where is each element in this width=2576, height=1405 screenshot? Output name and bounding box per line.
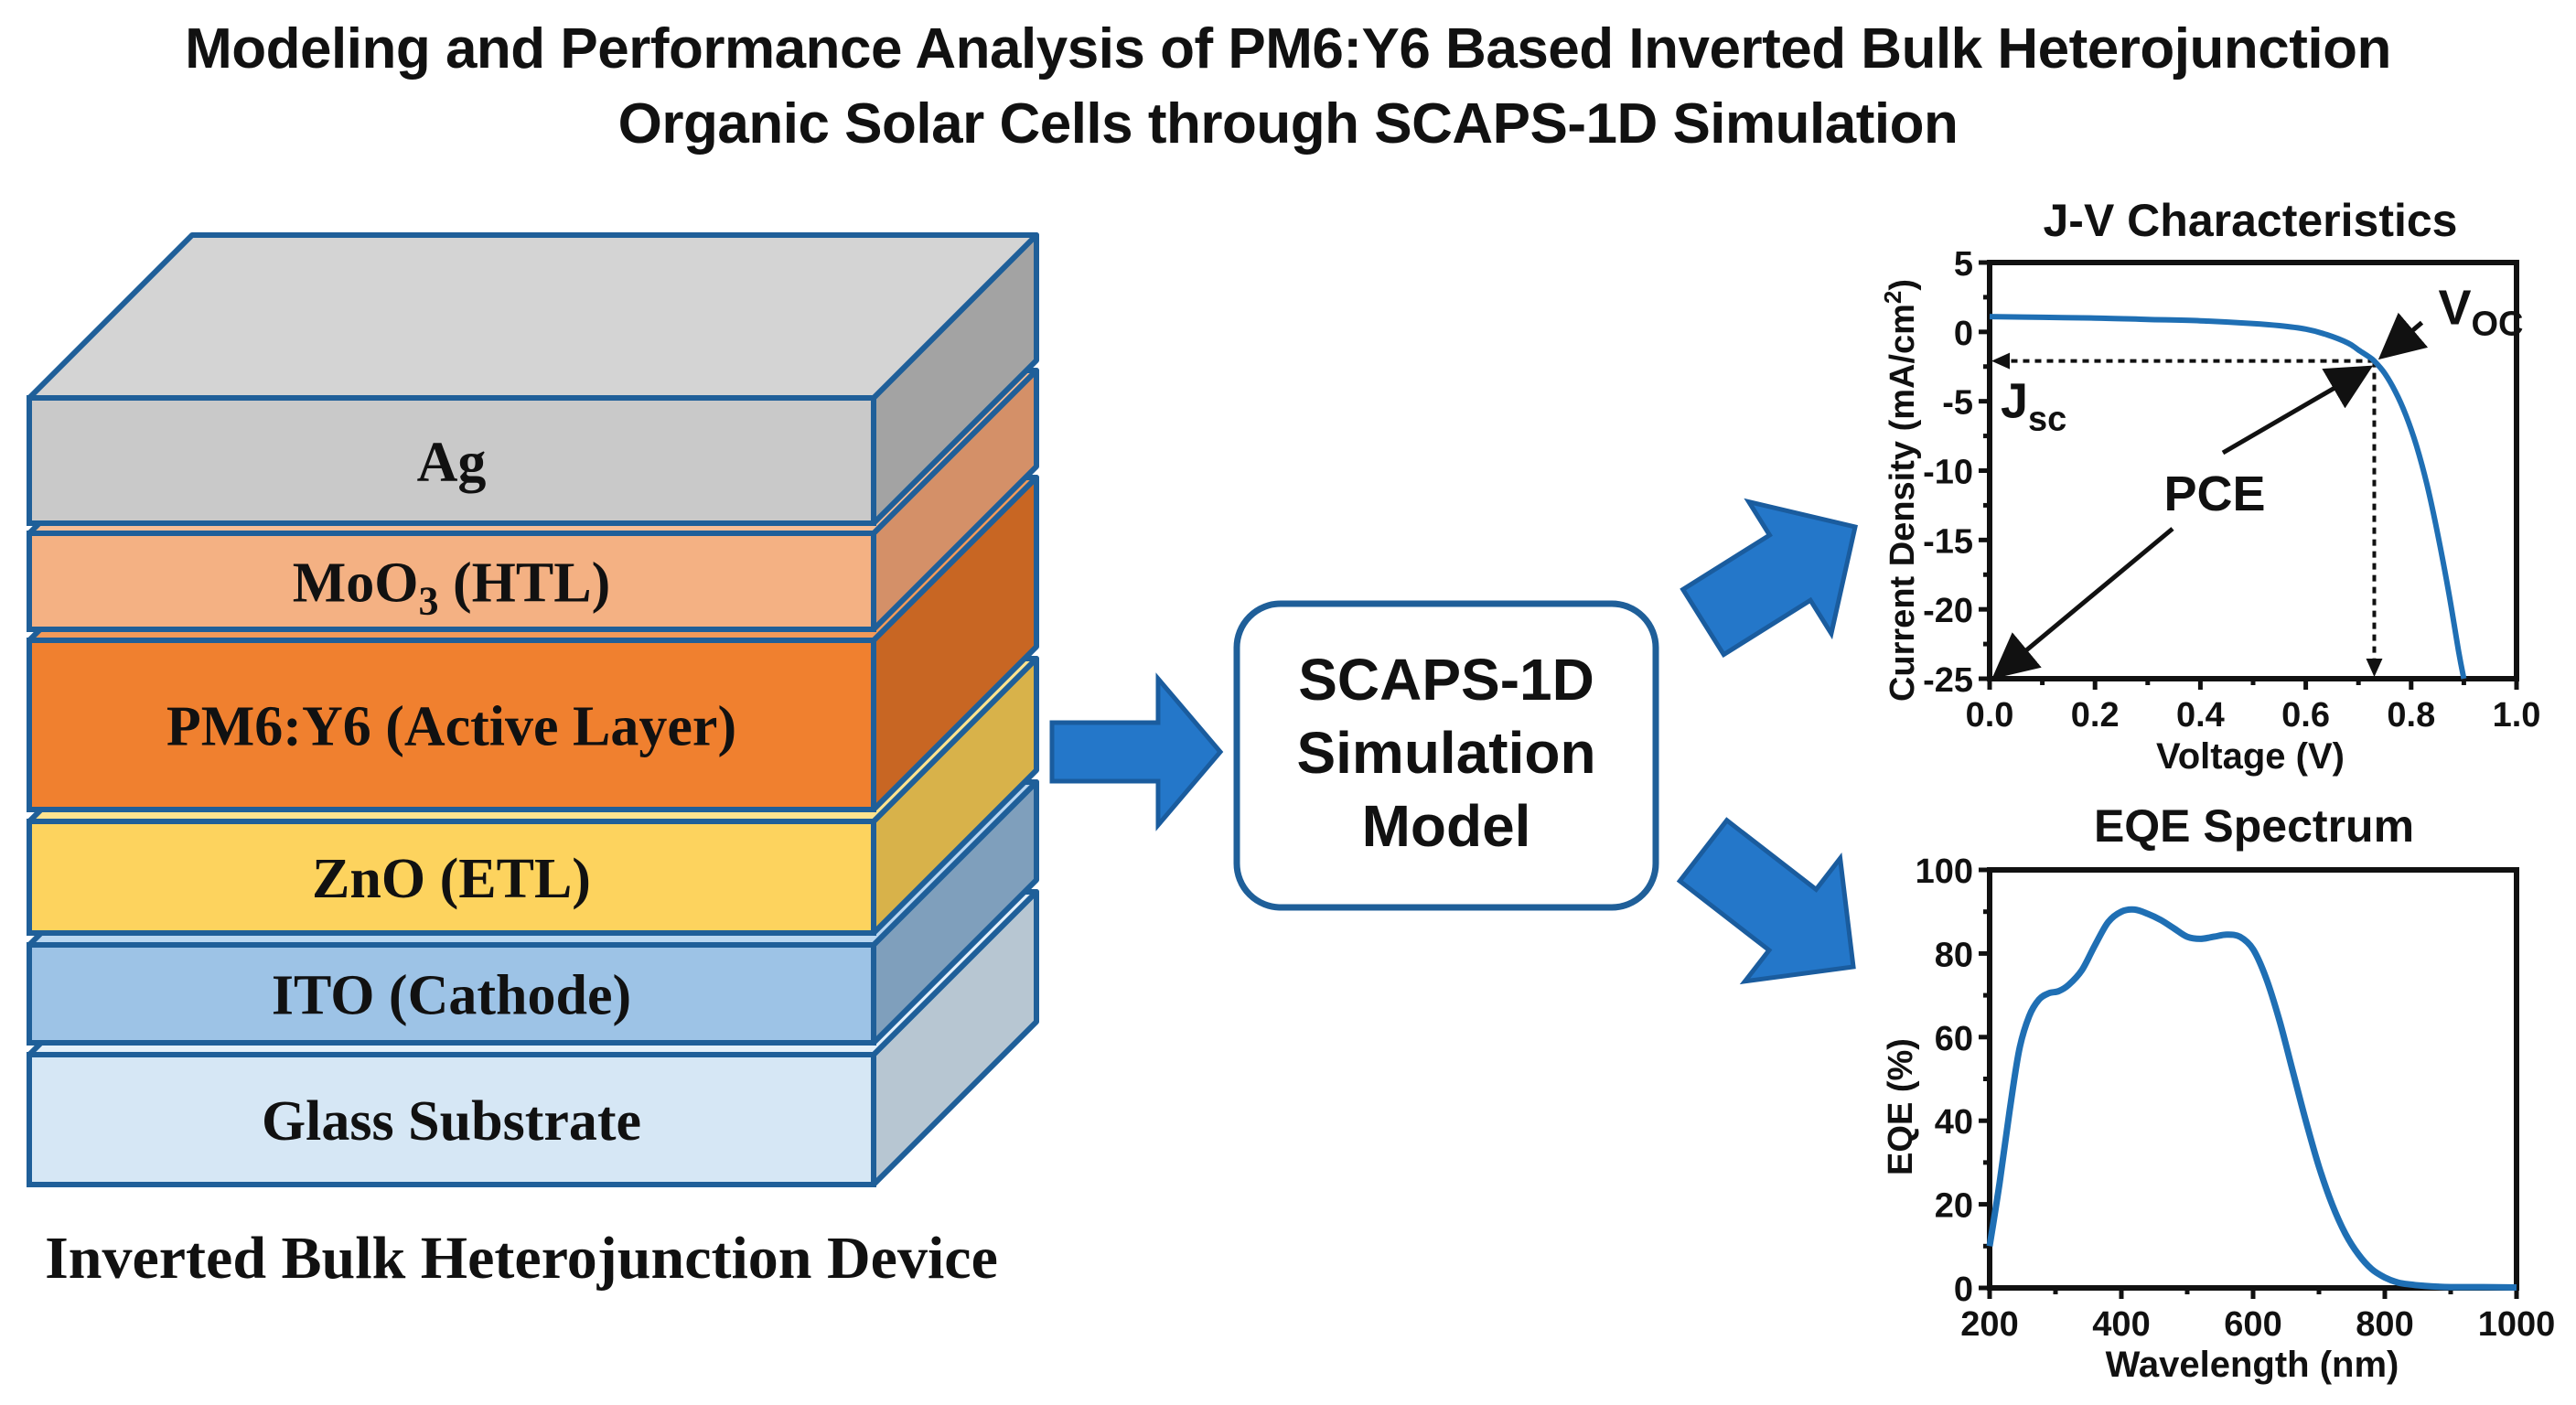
voc-guide-arrowhead-icon: [2366, 659, 2383, 677]
model-box-line-3: Model: [1362, 793, 1531, 859]
eqe-y-tick-labels: 100 80 60 40 20 0: [1916, 853, 1973, 1309]
eqe-plot-frame: [1987, 867, 2519, 1291]
jv-x-tick-label: 0.4: [2176, 696, 2225, 735]
eqe-y-tick-label: 60: [1935, 1020, 1973, 1058]
voc-annotation: VOC: [2438, 281, 2523, 344]
layer-ag-top-face: [27, 232, 1039, 401]
voc-pointer-arrow-icon: [2377, 312, 2429, 360]
layer-ag: Ag: [27, 232, 1039, 526]
jv-x-tick-labels: 0.0 0.2 0.4 0.6 0.8 1.0: [1966, 696, 2541, 735]
layer-moo3-label: MoO3 (HTL): [293, 552, 610, 624]
eqe-chart-title: EQE Spectrum: [2094, 800, 2414, 852]
scaps-model-box: SCAPS-1D Simulation Model: [1233, 600, 1659, 911]
eqe-y-tick-label: 20: [1935, 1187, 1973, 1226]
layer-ag-label: Ag: [417, 432, 487, 494]
eqe-y-tick-label: 80: [1935, 936, 1973, 974]
layer-glass-label: Glass Substrate: [262, 1090, 641, 1153]
jv-y-tick-label: -25: [1923, 661, 1973, 700]
device-layer-stack: Glass Substrate ITO (Cathode) ZnO (ETL) PM6…: [27, 232, 1039, 1187]
layer-moo3-front-face: [27, 531, 876, 632]
device-to-model-arrow-icon: [1049, 672, 1224, 831]
jv-y-tick-label: 0: [1954, 315, 1973, 353]
model-box-line-1: SCAPS-1D: [1298, 647, 1594, 713]
eqe-x-tick-label: 200: [1960, 1305, 2018, 1344]
device-caption: Inverted Bulk Heterojunction Device: [45, 1225, 998, 1292]
layer-glass-front-face: [27, 1052, 876, 1187]
jv-y-tick-label: -15: [1923, 522, 1973, 561]
jv-x-tick-label: 0.8: [2387, 696, 2435, 735]
eqe-curve-line: [1986, 906, 2517, 1291]
jv-y-tick-label: 5: [1954, 245, 1973, 284]
pce-annotation: PCE: [2163, 467, 2265, 521]
jv-x-tick-label: 0.2: [2071, 696, 2120, 735]
eqe-y-tick-label: 40: [1935, 1103, 1973, 1142]
jv-y-axis-label: Current Density (mA/cm2): [1879, 279, 1922, 702]
layer-zno-front-face: [27, 819, 876, 936]
jv-curve-line: [1989, 314, 2467, 680]
eqe-x-tick-labels: 200 400 600 800 1000: [1960, 1305, 2555, 1344]
jsc-guide-arrowhead-icon: [1991, 352, 2010, 370]
eqe-x-tick-label: 400: [2092, 1305, 2150, 1344]
figure-title-line-1: Modeling and Performance Analysis of PM6…: [185, 17, 2391, 80]
model-to-eqe-arrow-icon: [1676, 817, 1856, 985]
eqe-axes: [1979, 867, 2519, 1299]
jv-x-tick-label: 0.6: [2281, 696, 2330, 735]
layer-pm6-y6-front-face: [27, 638, 876, 812]
jv-x-tick-label: 0.0: [1966, 696, 2014, 735]
model-to-jv-arrow-icon: [1680, 498, 1858, 659]
jv-y-tick-labels: 5 0 -5 -10 -15 -20 -25: [1923, 245, 1973, 700]
eqe-y-axis-label: EQE (%): [1882, 1038, 1920, 1175]
model-box-frame: [1233, 600, 1659, 911]
figure-title-line-2: Organic Solar Cells through SCAPS-1D Sim…: [617, 92, 1959, 156]
flow-arrows: [1049, 498, 1858, 985]
jv-x-axis-label: Voltage (V): [2156, 736, 2345, 777]
eqe-y-tick-label: 0: [1954, 1271, 1973, 1309]
layer-ag-front-face: [27, 395, 876, 526]
jv-y-tick-label: -10: [1923, 454, 1973, 492]
jv-y-tick-label: -20: [1923, 592, 1973, 630]
eqe-y-tick-label: 100: [1916, 853, 1973, 891]
jv-x-tick-label: 1.0: [2493, 696, 2541, 735]
jv-chart: J-V Characteristics 5 0 -5 -10 -15 -20 -25 0.0…: [1879, 195, 2540, 777]
jv-guide-lines: [1991, 312, 2429, 680]
jsc-annotation: Jsc: [2001, 374, 2066, 439]
jv-axes: [1979, 260, 2519, 690]
eqe-x-tick-label: 600: [2224, 1305, 2281, 1344]
layer-zno-label: ZnO (ETL): [312, 848, 591, 910]
layer-ito-front-face: [27, 942, 876, 1046]
layer-pm6-y6-label: PM6:Y6 (Active Layer): [166, 696, 736, 758]
jv-chart-title: J-V Characteristics: [2043, 195, 2457, 246]
eqe-x-tick-label: 800: [2356, 1305, 2413, 1344]
eqe-x-tick-label: 1000: [2478, 1305, 2556, 1344]
jv-y-tick-label: -5: [1942, 384, 1973, 423]
eqe-x-axis-label: Wavelength (nm): [2106, 1345, 2399, 1385]
pce-pointer-arrow-up-icon: [2221, 365, 2374, 456]
layer-ito-label: ITO (Cathode): [272, 965, 631, 1027]
model-box-line-2: Simulation: [1296, 720, 1595, 786]
pce-pointer-arrow-down-icon: [1991, 527, 2174, 680]
